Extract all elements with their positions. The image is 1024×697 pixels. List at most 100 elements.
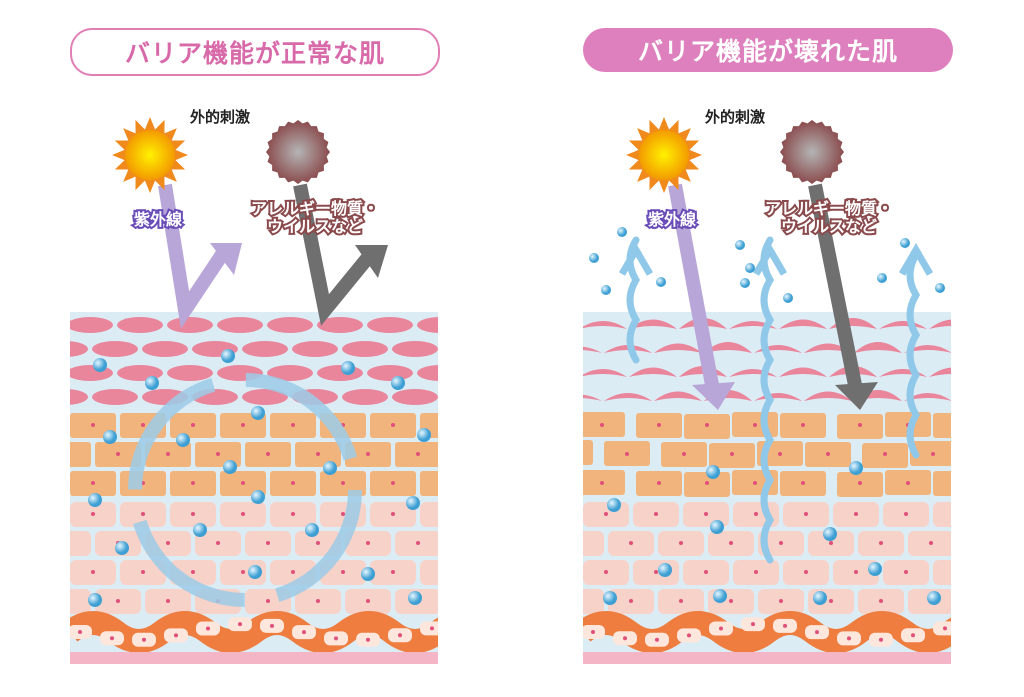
stratum-cell: [529, 323, 577, 330]
spinous-cell: [983, 502, 1024, 527]
nucleus: [41, 512, 45, 516]
spinous-cell: [533, 560, 579, 585]
nucleus: [216, 452, 220, 456]
stratum-cell: [629, 319, 677, 329]
spinous-cell: [495, 531, 541, 556]
basal-cell: [933, 621, 951, 636]
stratum-cell: [167, 317, 213, 333]
granular-cell: [583, 470, 625, 495]
nucleus: [954, 423, 958, 427]
stratum-cell: [954, 392, 1002, 402]
virus-icon: [780, 120, 844, 184]
nucleus: [466, 541, 470, 545]
stratum-cell: [267, 365, 313, 381]
nucleus: [604, 570, 608, 574]
stratum-cell: [92, 341, 138, 357]
nucleus: [655, 637, 659, 642]
nucleus: [41, 423, 45, 427]
granular-cell: [20, 413, 66, 438]
nucleus: [854, 570, 858, 574]
nucleus: [416, 541, 420, 545]
nucleus: [779, 599, 783, 603]
nucleus: [705, 481, 709, 485]
skin-layers: [529, 318, 1024, 664]
moisture-drop: [900, 238, 910, 248]
nucleus: [979, 541, 983, 545]
spinous-cell: [420, 560, 438, 585]
nucleus: [883, 452, 887, 456]
stratum-cell: [954, 344, 1002, 354]
granular-cell: [20, 471, 66, 496]
nucleus: [687, 633, 691, 638]
nucleus: [491, 423, 495, 427]
nucleus: [931, 452, 935, 456]
stratum-cell: [1004, 342, 1024, 353]
granular-cell: [933, 413, 951, 438]
nucleus: [829, 599, 833, 603]
granular-cell: [981, 414, 1024, 439]
nucleus: [238, 622, 242, 627]
stratum-cell: [392, 341, 438, 357]
moisture-drop: [417, 428, 431, 442]
nucleus: [391, 481, 395, 485]
nucleus: [142, 637, 146, 642]
moisture-drop: [783, 293, 793, 303]
stratum-cell: [70, 341, 88, 357]
stratum-cell: [267, 317, 313, 333]
nucleus: [705, 423, 709, 427]
spinous-cell: [933, 502, 951, 527]
moisture-drop: [713, 589, 727, 603]
healthy-skin-title: バリア機能が正常な肌: [70, 28, 440, 76]
granular-cell: [981, 472, 1024, 497]
stratum-cell: [904, 393, 951, 401]
moisture-drop: [740, 278, 750, 288]
nucleus: [191, 481, 195, 485]
nucleus: [906, 481, 910, 485]
nucleus: [679, 541, 683, 545]
stratum-cell: [317, 365, 363, 381]
nucleus: [302, 630, 306, 635]
moisture-drop: [935, 283, 945, 293]
nucleus: [729, 541, 733, 545]
circulation-arrow: [128, 373, 362, 607]
granular-cell: [910, 441, 951, 466]
stratum-cell: [92, 389, 138, 405]
nucleus: [679, 599, 683, 603]
granular-cell: [933, 471, 951, 496]
granular-cell: [420, 471, 438, 496]
moisture-drop: [706, 465, 720, 479]
nucleus: [466, 599, 470, 603]
dermis: [583, 652, 951, 664]
nucleus: [754, 512, 758, 516]
moisture-drop: [658, 563, 672, 577]
stratum-cell: [442, 389, 488, 405]
nucleus: [579, 541, 583, 545]
moisture-drop: [745, 263, 755, 273]
moisture-drop: [391, 376, 405, 390]
granular-cell: [583, 412, 625, 437]
moisture-drop: [193, 523, 207, 537]
moisture-drop: [361, 567, 375, 581]
nucleus: [366, 452, 370, 456]
nucleus: [91, 423, 95, 427]
nucleus: [654, 512, 658, 516]
nucleus: [491, 512, 495, 516]
moisture-drop: [617, 227, 627, 237]
nucleus: [266, 541, 270, 545]
nucleus: [911, 633, 915, 638]
sun-core: [125, 130, 175, 180]
moisture-drop: [877, 273, 887, 283]
damaged-skin-title: バリア機能が壊れた肌: [583, 28, 953, 72]
moisture-drop: [305, 523, 319, 537]
external-stimulus-label: 外的刺激: [190, 108, 251, 126]
nucleus: [516, 452, 520, 456]
moisture-drop: [341, 361, 355, 375]
nucleus: [729, 599, 733, 603]
nucleus: [391, 423, 395, 427]
nucleus: [719, 626, 723, 631]
moisture-drop: [145, 376, 159, 390]
stratum-cell: [117, 317, 163, 333]
stratum-cell: [979, 318, 1024, 329]
nucleus: [783, 623, 787, 628]
